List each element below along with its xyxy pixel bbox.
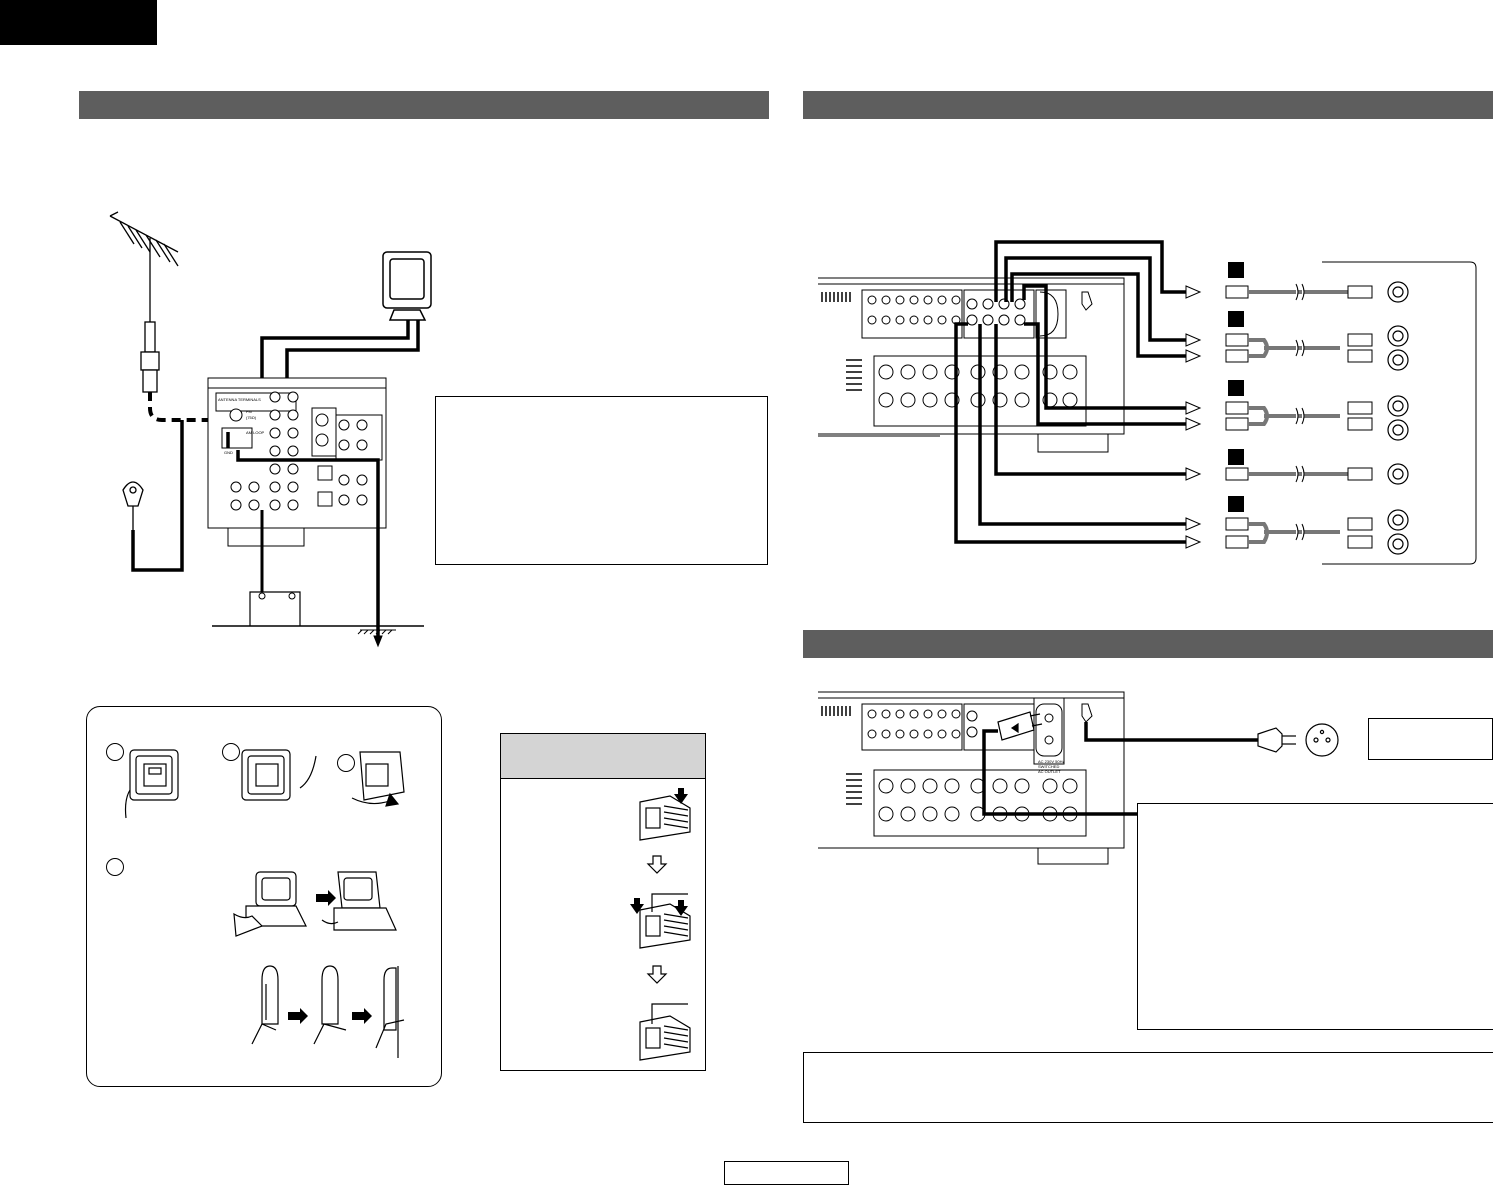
antenna-note-box <box>435 396 768 565</box>
step-3-marker <box>337 754 355 772</box>
arrow-right-icon <box>288 890 372 1024</box>
fm-ohm-label: (75Ω) <box>246 415 257 420</box>
ac-caution-box <box>803 1052 1493 1123</box>
ac-note-box <box>1137 803 1493 1030</box>
ac-outlet-switched: SWITCHED <box>1038 764 1059 769</box>
step-1-marker <box>106 743 124 761</box>
step-2-marker <box>222 743 240 761</box>
gnd-terminal-label: GND <box>224 450 233 455</box>
wall-outlet-icon <box>1305 723 1339 757</box>
arrow-down-icon <box>646 855 668 984</box>
section-bar-ac-power <box>803 630 1493 658</box>
section-bar-preout <box>803 91 1493 119</box>
ac-outlet-label: AC OUTLET <box>1038 769 1061 774</box>
page-number-box <box>724 1161 849 1185</box>
preout-marker-3 <box>1228 380 1244 396</box>
fm-terminal-label: FM <box>246 409 252 414</box>
am-loop-antenna-icon <box>382 251 432 321</box>
power-plug-icon <box>997 711 1043 741</box>
indoor-fm-antenna-icon <box>122 481 144 530</box>
am-loop-terminal-label: AM LOOP <box>246 430 265 435</box>
preout-marker-5 <box>1228 496 1244 512</box>
ac-outlet-rating: AC 230V 50Hz <box>1038 759 1064 764</box>
ground-icon <box>357 629 396 648</box>
step-4-marker <box>106 858 124 876</box>
antenna-terminals-label: ANTENNA TERMINALS <box>218 397 261 402</box>
receiver-rear-panel-icon <box>818 691 1125 865</box>
section-bar-antenna <box>79 91 769 119</box>
preout-marker-4 <box>1228 449 1244 465</box>
receiver-rear-panel-icon <box>818 277 1125 453</box>
terminal-table-header <box>501 734 705 779</box>
am-loop-assembly-panel <box>86 706 442 1087</box>
preout-marker-2 <box>1228 311 1244 327</box>
ac-voltage-box <box>1368 718 1493 760</box>
fm-antenna-icon <box>109 211 179 393</box>
language-tab <box>0 0 157 45</box>
power-plug-icon <box>1257 727 1296 753</box>
amplifier-input-jacks <box>1387 281 1409 555</box>
terminal-procedure-table <box>500 733 706 1071</box>
preout-marker-1 <box>1228 262 1244 278</box>
